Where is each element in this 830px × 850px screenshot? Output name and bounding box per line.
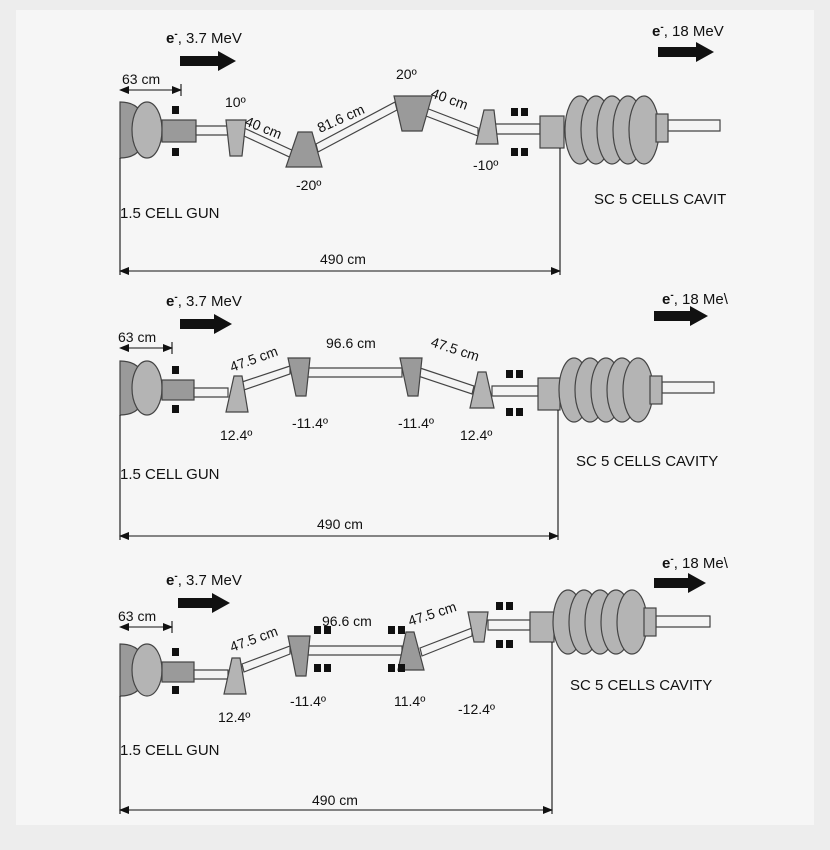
sc-cavity [539,95,669,165]
angle-1: 12.4º [218,709,250,725]
gun-label: 1.5 CELL GUN [120,466,220,483]
panel-1: e-, 3.7 MeV e-, 18 MeV 63 cm [119,22,726,275]
input-beam-arrow [178,593,230,613]
cavity-label: SC 5 CELLS CAVITY [576,453,718,470]
dipole-2 [285,131,323,168]
dipole-3 [397,631,425,671]
angle-3: -11.4º [398,415,434,431]
dipole-4 [475,109,499,145]
total-length-label: 490 cm [317,516,363,532]
gun-length-label: 63 cm [122,71,160,87]
dipole-2 [287,635,311,677]
input-beam-arrow [180,314,232,334]
dipole-1 [223,657,247,695]
electron-gun [119,101,197,159]
quadrupole-magnets [511,108,528,156]
angle-3: 20º [396,66,417,82]
sc-cavity [537,357,663,423]
angle-2: -20º [296,177,321,193]
quadrupole-magnets [314,602,513,672]
cavity-label: SC 5 CELLS CAVIT [594,191,726,208]
dipole-1 [225,119,247,157]
output-beam-arrow [654,573,706,593]
angle-4: -10º [473,157,498,173]
output-beam-label: e-, 18 Me\ [662,554,729,572]
panel-3: e-, 3.7 MeV e-, 18 Me\ 63 cm [118,554,729,814]
angle-2: -11.4º [290,693,326,709]
gun-label: 1.5 CELL GUN [120,205,220,222]
input-beam-label: e-, 3.7 MeV [166,29,242,47]
segment-2-length: 96.6 cm [326,335,376,351]
input-beam-arrow [180,51,236,71]
cavity-label: SC 5 CELLS CAVITY [570,677,712,694]
segment-3-length: 40 cm [429,85,470,113]
segment-3-length: 47.5 cm [406,598,458,629]
output-beam-arrow [654,306,708,326]
dipole-3 [393,95,433,132]
gun-length-label: 63 cm [118,608,156,624]
dipole-2 [287,357,311,397]
electron-gun [119,643,195,697]
sc-cavity [529,589,657,655]
segment-3-length: 47.5 cm [429,334,481,365]
output-beam-label: e-, 18 Me\ [662,290,729,308]
total-length-label: 490 cm [320,251,366,267]
angle-3: 11.4º [394,693,425,709]
dipole-1 [225,375,249,413]
input-beam-label: e-, 3.7 MeV [166,292,242,310]
angle-2: -11.4º [292,415,328,431]
dipole-3 [399,357,423,397]
input-beam-label: e-, 3.7 MeV [166,571,242,589]
angle-1: 10º [225,94,246,110]
segment-2-length: 96.6 cm [322,613,372,629]
angle-1: 12.4º [220,427,252,443]
gun-label: 1.5 CELL GUN [120,742,220,759]
dipole-4 [467,611,489,643]
segment-1-length: 47.5 cm [228,623,280,655]
gun-length-label: 63 cm [118,329,156,345]
segment-1-length: 47.5 cm [228,343,280,375]
output-beam-label: e-, 18 MeV [652,22,724,40]
total-length-label: 490 cm [312,792,358,808]
panel-2: e-, 3.7 MeV e-, 18 Me\ 63 cm [118,290,729,540]
output-beam-arrow [658,42,714,62]
quadrupole-magnets [506,370,523,416]
electron-gun [119,360,195,416]
angle-4: 12.4º [460,427,492,443]
angle-4: -12.4º [458,701,495,717]
dipole-4 [469,371,495,409]
